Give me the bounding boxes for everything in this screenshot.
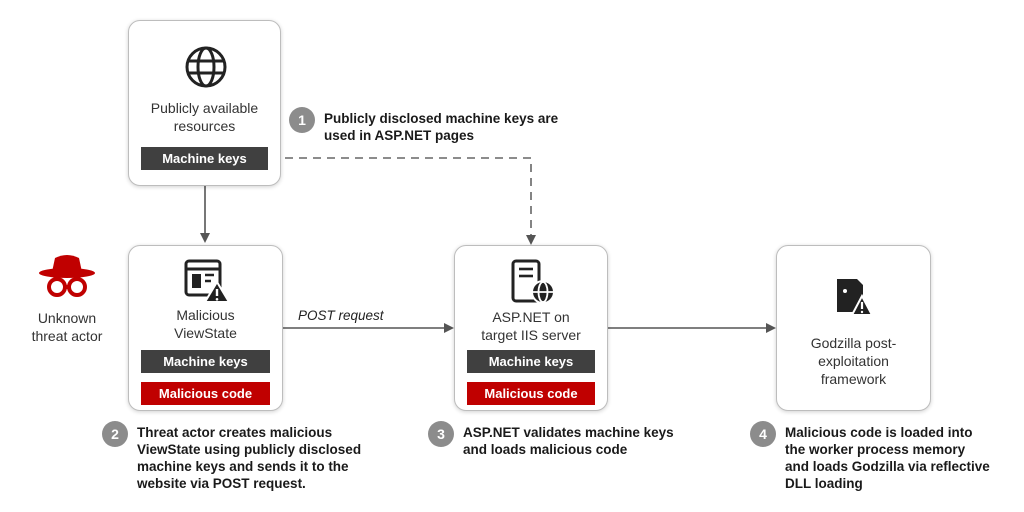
godzilla-box: Godzilla post- exploitation framework — [776, 245, 931, 411]
step-2-number: 2 — [102, 421, 128, 447]
malicious-code-tag: Malicious code — [467, 382, 595, 405]
document-warning-icon — [184, 259, 231, 303]
globe-icon — [185, 46, 227, 88]
machine-keys-tag: Machine keys — [467, 350, 595, 373]
machine-keys-tag: Machine keys — [141, 147, 268, 170]
step-3-number: 3 — [428, 421, 454, 447]
step-1-text: Publicly disclosed machine keys are used… — [324, 111, 559, 143]
godzilla-label: Godzilla post- exploitation framework — [810, 335, 897, 387]
viewstate-label: Malicious ViewState — [174, 307, 237, 341]
server-globe-icon — [511, 259, 555, 304]
malicious-code-tag: Malicious code — [141, 382, 270, 405]
resources-label: Publicly available resources — [150, 100, 259, 134]
threat-actor-label: Unknown threat actor — [31, 310, 103, 344]
dashed-arrow-resources-to-aspnet — [271, 157, 536, 245]
aspnet-label: ASP.NET on target IIS server — [481, 309, 581, 343]
post-request-label: POST request — [298, 308, 384, 323]
viewstate-box: Malicious ViewState Machine keys Malicio… — [128, 245, 283, 411]
step-4-text: Malicious code is loaded into the worker… — [785, 425, 990, 491]
step-3-text: ASP.NET validates machine keys and loads… — [463, 425, 674, 457]
step-2-text: Threat actor creates malicious ViewState… — [137, 425, 362, 491]
step-1-number: 1 — [289, 107, 315, 133]
resources-box: Publicly available resources Machine key… — [128, 20, 281, 186]
machine-keys-tag: Machine keys — [141, 350, 270, 373]
file-warning-icon — [837, 279, 873, 316]
aspnet-server-box: ASP.NET on target IIS server Machine key… — [454, 245, 608, 411]
step-4-number: 4 — [750, 421, 776, 447]
hacker-icon — [39, 255, 95, 297]
